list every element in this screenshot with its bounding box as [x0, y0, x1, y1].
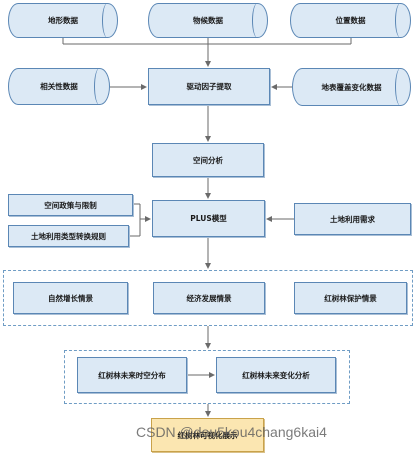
spatial-analysis-node: 空间分析	[152, 143, 264, 177]
future-change-node: 红树林未来变化分析	[216, 357, 336, 393]
watermark-text: CSDN @dou5kou4chang6kai4	[136, 424, 327, 440]
future-distribution-node: 红树林未来时空分布	[77, 357, 187, 393]
driver-extraction-node: 驱动因子提取	[148, 68, 270, 105]
conversion-rules-node: 土地利用类型转换规则	[8, 225, 129, 247]
visualization-node: 红树林可视化展示	[151, 418, 264, 452]
future-analysis-group	[64, 350, 350, 404]
phenology-data-node: 物候数据	[148, 3, 268, 38]
economic-development-scenario-node: 经济发展情景	[153, 282, 265, 314]
mangrove-protection-scenario-node: 红树林保护情景	[294, 282, 407, 314]
landcover-change-data-node: 地表覆盖变化数据	[292, 68, 411, 106]
relevance-data-node: 相关性数据	[8, 68, 110, 105]
natural-growth-scenario-node: 自然增长情景	[13, 282, 128, 314]
terrain-data-node: 地形数据	[8, 3, 118, 38]
plus-model-node: PLUS模型	[152, 200, 265, 237]
scenario-group	[3, 270, 413, 326]
spatial-policy-node: 空间政策与限制	[8, 194, 133, 216]
location-data-node: 位置数据	[290, 3, 411, 38]
landuse-demand-node: 土地利用需求	[294, 203, 411, 235]
